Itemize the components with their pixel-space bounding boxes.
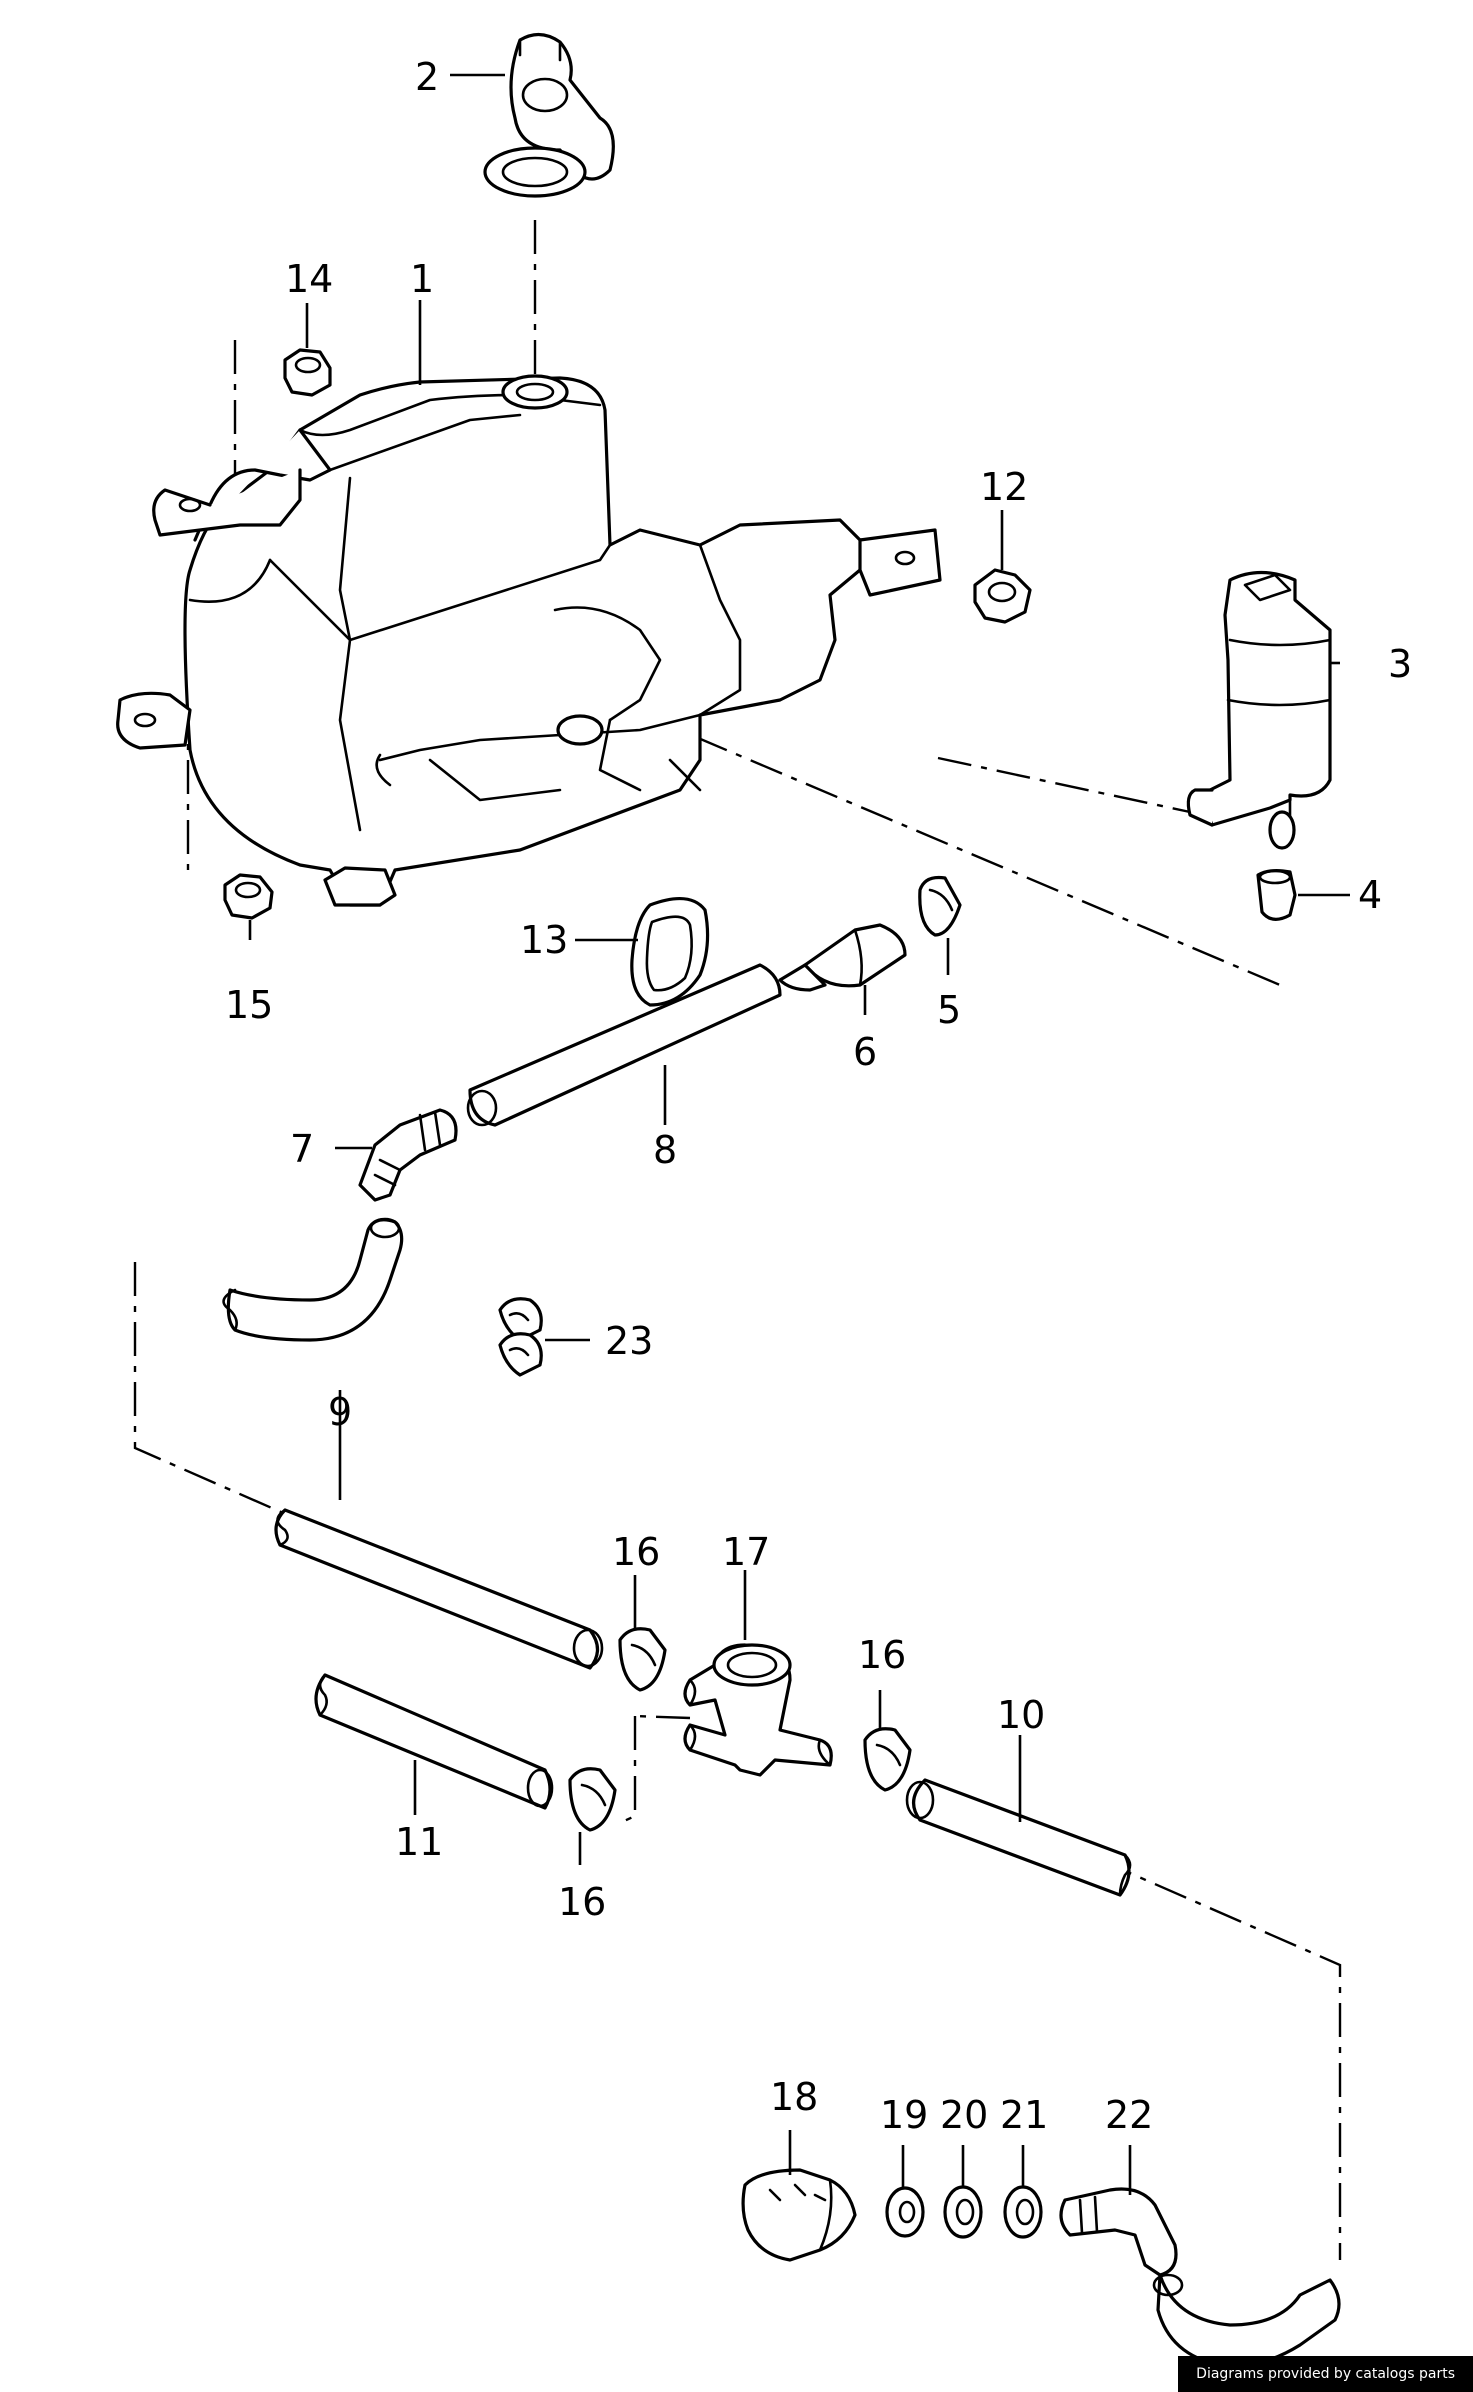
- connector-6: [778, 923, 907, 992]
- clamp-5: [918, 875, 962, 937]
- callout-16-b: 16: [858, 1633, 906, 1677]
- callout-10: 10: [997, 1693, 1045, 1737]
- hose-8: [466, 963, 782, 1127]
- clamp-16-a: [618, 1627, 667, 1692]
- callout-8: 8: [653, 1128, 677, 1172]
- credit-banner: Diagrams provided by catalogs parts: [1178, 2356, 1473, 2392]
- callout-9: 9: [328, 1390, 352, 1434]
- leader-lines: [248, 73, 1350, 2195]
- callout-2: 2: [415, 55, 439, 99]
- callout-17: 17: [722, 1530, 770, 1574]
- callout-15: 15: [225, 983, 273, 1027]
- elbow-22: [1059, 2187, 1341, 2368]
- callout-16-a: 16: [612, 1530, 660, 1574]
- grommet-4: [1256, 868, 1297, 921]
- elbow-7: [358, 1108, 458, 1202]
- callout-11: 11: [395, 1820, 443, 1864]
- callout-16-c: 16: [558, 1880, 606, 1924]
- washer-21: [1003, 2185, 1043, 2239]
- callout-numbers: 2 14 1 12 3 4 13 15 5 6 7 8 23 9 16 17 1…: [225, 55, 1412, 2137]
- clamp-16-c: [568, 1767, 617, 1832]
- callout-21: 21: [1000, 2093, 1048, 2137]
- callout-19: 19: [880, 2093, 928, 2137]
- callout-22: 22: [1105, 2093, 1153, 2137]
- filler-cap: [483, 32, 615, 198]
- callout-23: 23: [605, 1319, 653, 1363]
- washer-19: [885, 2186, 925, 2238]
- clips-23: [498, 1297, 543, 1377]
- nut-12: [973, 568, 1032, 624]
- hose-10: [905, 1778, 1132, 1897]
- callout-3: 3: [1388, 642, 1412, 686]
- callout-12: 12: [980, 465, 1028, 509]
- callout-14: 14: [285, 257, 333, 301]
- callout-1: 1: [410, 257, 434, 301]
- washer-20: [943, 2185, 983, 2239]
- nozzle-18: [741, 2168, 857, 2262]
- hose-11: [314, 1673, 554, 1810]
- washer-pump: [1186, 570, 1332, 850]
- clamp-16-b: [863, 1727, 912, 1792]
- callout-20: 20: [940, 2093, 988, 2137]
- t-connector-17: [683, 1643, 833, 1777]
- washer-reservoir: [116, 374, 942, 907]
- hose-9: [222, 1217, 604, 1670]
- callout-7: 7: [290, 1127, 314, 1171]
- nut-14: [283, 348, 332, 397]
- seal-13: [630, 897, 710, 1007]
- callout-13: 13: [520, 918, 568, 962]
- nut-15: [223, 873, 274, 920]
- callout-18: 18: [770, 2075, 818, 2119]
- callout-4: 4: [1358, 873, 1382, 917]
- callout-5: 5: [937, 988, 961, 1032]
- callout-6: 6: [853, 1030, 877, 1074]
